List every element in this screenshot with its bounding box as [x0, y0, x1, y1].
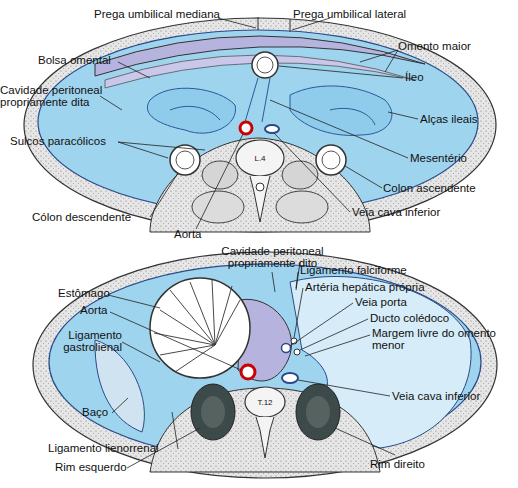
structure-label: Cólon descendente	[32, 211, 152, 223]
structure-label: Prega umbilical mediana	[94, 8, 234, 20]
structure-label: T.12	[251, 398, 279, 407]
structure-label: Veia cava inferior	[352, 206, 492, 218]
structure-label: Íleo	[405, 71, 465, 83]
structure-label: Alças ileais	[420, 113, 515, 125]
structure-label: Aorta	[80, 304, 140, 316]
structure-label: Bolsa omental	[38, 54, 128, 66]
structure-label: Mesentério	[410, 152, 510, 164]
structure-label: Rim esquerdo	[55, 461, 165, 473]
structure-label: Sulcos paracólicos	[10, 135, 130, 147]
structure-label: Artéria hepática própria	[305, 281, 465, 293]
structure-label: Ligamento falciforme	[300, 264, 440, 276]
structure-label: Prega umbilical lateral	[293, 8, 433, 20]
structure-label: Margem livre do omento menor	[372, 327, 512, 351]
structure-label: Ducto colédoco	[370, 312, 490, 324]
structure-label: Ligamento gastrolienal	[30, 329, 122, 353]
structure-label: Veia cava inferior	[392, 390, 517, 402]
structure-label: Baço	[82, 406, 132, 418]
structure-label: Ligamento lienorrenal	[48, 442, 208, 454]
structure-label: L.4	[248, 154, 272, 163]
structure-label: Aorta	[174, 228, 234, 240]
structure-label: Estômago	[58, 287, 138, 299]
structure-label: Cavidade peritoneal propriamente dita	[0, 84, 110, 108]
structure-label: Colon ascendente	[383, 182, 513, 194]
structure-label: Veia porta	[355, 296, 455, 308]
structure-label: Rim direito	[370, 458, 470, 470]
structure-label: Omento maior	[398, 40, 508, 52]
